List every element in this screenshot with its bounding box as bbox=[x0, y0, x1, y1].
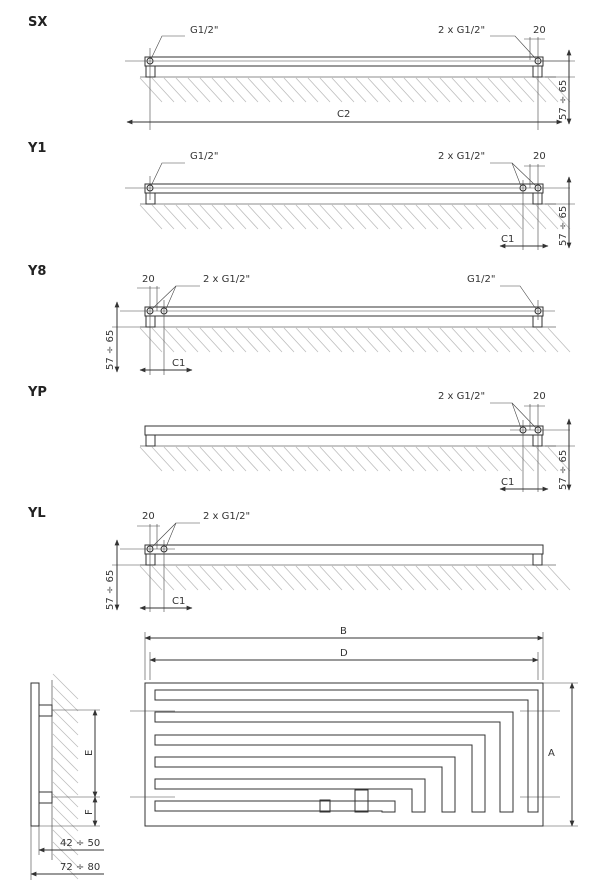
height-a-label: A bbox=[548, 748, 555, 759]
width-b-label: B bbox=[340, 626, 347, 637]
radiator-foot bbox=[145, 192, 156, 205]
side-view: E F 42 ÷ 50 72 ÷ 80 bbox=[30, 673, 104, 880]
variant-yl-name: YL bbox=[27, 506, 46, 521]
variant-sx-name: SX bbox=[28, 15, 47, 30]
variant-yp: YP 2 x G1/2" 20 57 ÷ 65 C1 bbox=[27, 385, 575, 492]
radiator-tubes bbox=[154, 689, 539, 813]
width-label: C2 bbox=[337, 109, 350, 120]
radiator-bar bbox=[144, 306, 544, 317]
height-label: 57 ÷ 65 bbox=[558, 206, 569, 246]
radiator-bar bbox=[144, 425, 544, 436]
floor-hatch bbox=[139, 326, 571, 353]
offset-label: 20 bbox=[142, 274, 155, 285]
variant-y8-name: Y8 bbox=[27, 264, 46, 279]
radiator-foot bbox=[145, 315, 156, 328]
connection-label-right: 2 x G1/2" bbox=[438, 151, 485, 162]
offset-label: 20 bbox=[533, 151, 546, 162]
front-view: B D A bbox=[130, 626, 578, 827]
radiator-bar bbox=[144, 544, 544, 555]
wall-hatch bbox=[52, 673, 79, 880]
height-label: 57 ÷ 65 bbox=[558, 450, 569, 490]
spacing-label: C1 bbox=[172, 596, 185, 607]
connection-label-right: 2 x G1/2" bbox=[438, 25, 485, 36]
variant-y8: Y8 2 x G1/2" G1/2" 20 57 ÷ 65 C1 bbox=[27, 264, 571, 375]
wall-bracket bbox=[38, 704, 53, 717]
dim-e-label: E bbox=[84, 750, 95, 756]
variant-y1: Y1 G1/2" 2 x G1/2" 20 57 ÷ 65 C1 bbox=[27, 141, 575, 250]
radiator-foot bbox=[532, 553, 543, 566]
width-d-label: D bbox=[340, 648, 348, 659]
height-label: 57 ÷ 65 bbox=[105, 570, 116, 610]
radiator-bar bbox=[144, 183, 544, 194]
connection-label-left: 2 x G1/2" bbox=[203, 511, 250, 522]
wall-bracket bbox=[38, 791, 53, 804]
radiator-foot bbox=[532, 315, 543, 328]
radiator-foot bbox=[145, 553, 156, 566]
connection-label-left: 2 x G1/2" bbox=[203, 274, 250, 285]
depth-2-label: 72 ÷ 80 bbox=[60, 862, 100, 873]
radiator-foot bbox=[532, 192, 543, 205]
connection-label-left: G1/2" bbox=[190, 25, 218, 36]
radiator-frame bbox=[144, 682, 544, 827]
floor-hatch bbox=[139, 76, 571, 103]
height-label: 57 ÷ 65 bbox=[558, 80, 569, 120]
variant-yl: YL 2 x G1/2" 20 57 ÷ 65 C1 bbox=[27, 506, 571, 612]
connection-label-right: G1/2" bbox=[467, 274, 495, 285]
radiator-foot bbox=[145, 434, 156, 447]
variant-yp-name: YP bbox=[27, 385, 47, 400]
depth-1-label: 42 ÷ 50 bbox=[60, 838, 100, 849]
variant-y1-name: Y1 bbox=[27, 141, 46, 156]
connection-label-left: G1/2" bbox=[190, 151, 218, 162]
floor-hatch bbox=[139, 203, 571, 230]
radiator-side-profile bbox=[30, 682, 40, 827]
radiator-foot bbox=[145, 65, 156, 78]
variant-sx: SX G1/2" 2 x G1/2" 20 57 ÷ 65 C2 bbox=[28, 15, 575, 130]
radiator-foot bbox=[532, 65, 543, 78]
spacing-label: C1 bbox=[501, 234, 514, 245]
offset-label: 20 bbox=[533, 391, 546, 402]
radiator-bar bbox=[144, 56, 544, 67]
floor-hatch bbox=[139, 445, 571, 472]
spacing-label: C1 bbox=[172, 358, 185, 369]
connection-label-right: 2 x G1/2" bbox=[438, 391, 485, 402]
dim-f-label: F bbox=[84, 809, 95, 815]
height-label: 57 ÷ 65 bbox=[105, 330, 116, 370]
radiator-foot bbox=[532, 434, 543, 447]
floor-hatch bbox=[139, 564, 571, 591]
offset-label: 20 bbox=[142, 511, 155, 522]
spacing-label: C1 bbox=[501, 477, 514, 488]
offset-label: 20 bbox=[533, 25, 546, 36]
